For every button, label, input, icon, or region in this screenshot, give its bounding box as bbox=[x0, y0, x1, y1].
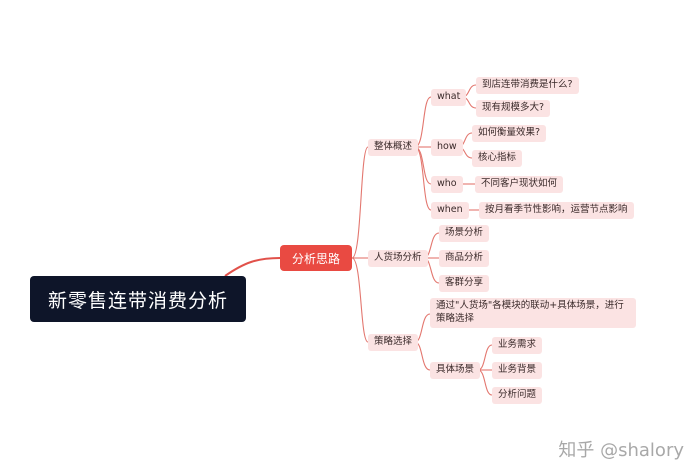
leaf-business-needs[interactable]: 业务需求 bbox=[492, 337, 543, 354]
leaf-what-scale[interactable]: 现有规模多大? bbox=[476, 100, 551, 117]
leaf-how-measure[interactable]: 如何衡量效果? bbox=[472, 125, 547, 142]
leaf-customer-group[interactable]: 客群分享 bbox=[439, 275, 490, 292]
watermark: 知乎 @shalory bbox=[558, 440, 684, 461]
node-specific-scenario[interactable]: 具体场景 bbox=[430, 362, 481, 379]
node-when[interactable]: when bbox=[431, 202, 469, 219]
leaf-what-definition[interactable]: 到店连带消费是什么? bbox=[476, 77, 579, 94]
leaf-product-analysis[interactable]: 商品分析 bbox=[439, 250, 490, 267]
node-strategy[interactable]: 策略选择 bbox=[368, 334, 419, 351]
node-rhf-analysis[interactable]: 人货场分析 bbox=[368, 250, 428, 267]
node-who[interactable]: who bbox=[431, 176, 463, 193]
leaf-how-kpi[interactable]: 核心指标 bbox=[472, 150, 523, 167]
center-topic[interactable]: 分析思路 bbox=[280, 245, 352, 271]
node-what[interactable]: what bbox=[431, 89, 467, 106]
node-strategy-linkage[interactable]: 通过"人货场"各模块的联动+具体场景，进行策略选择 bbox=[430, 298, 636, 328]
leaf-who-customers[interactable]: 不同客户现状如何 bbox=[475, 176, 564, 193]
root-topic[interactable]: 新零售连带消费分析 bbox=[30, 276, 246, 322]
node-overview[interactable]: 整体概述 bbox=[368, 139, 419, 156]
leaf-analysis-problem[interactable]: 分析问题 bbox=[492, 387, 543, 404]
leaf-business-background[interactable]: 业务背景 bbox=[492, 362, 543, 379]
node-how[interactable]: how bbox=[431, 139, 463, 156]
leaf-when-seasonality[interactable]: 按月看季节性影响，运营节点影响 bbox=[479, 202, 634, 219]
leaf-scene-analysis[interactable]: 场景分析 bbox=[439, 225, 490, 242]
